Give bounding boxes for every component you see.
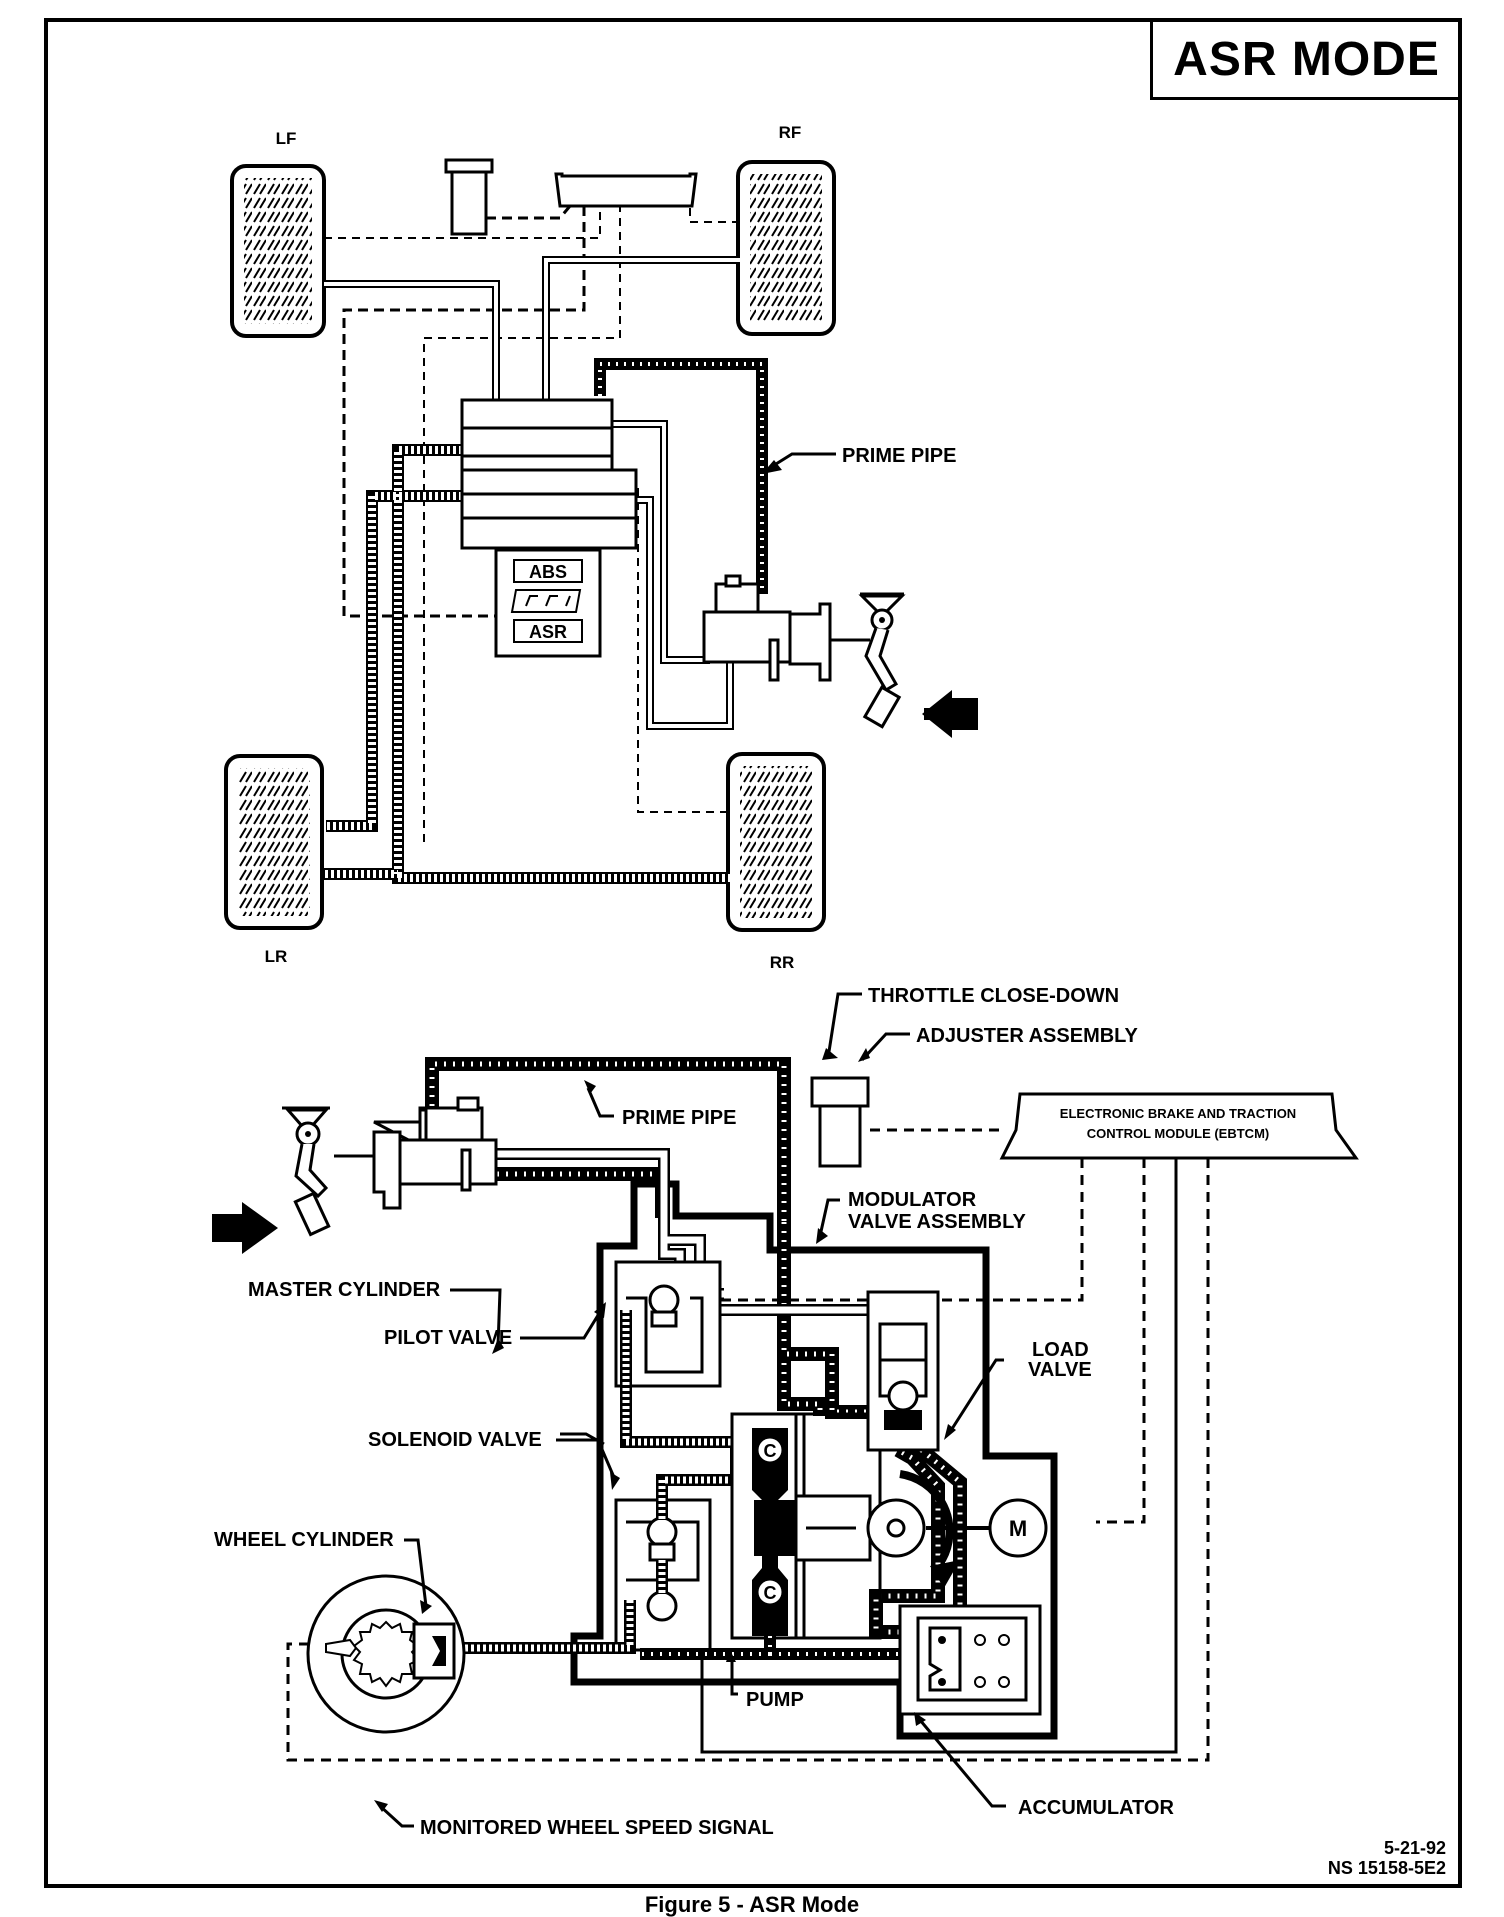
wheel-speed-label: MONITORED WHEEL SPEED SIGNAL: [420, 1817, 774, 1839]
lf-label: LF: [276, 129, 297, 148]
throttle-adjuster-small: [450, 164, 488, 236]
pump-eccentric: [866, 1470, 960, 1588]
modulator-stack: [460, 398, 638, 550]
accumulator: [898, 1604, 1042, 1716]
master-cylinder: [372, 1096, 498, 1210]
page-title: ASR MODE: [1173, 33, 1440, 86]
ebtcm-box: [999, 1092, 1359, 1160]
master-cylinder-label: MASTER CYLINDER: [248, 1279, 441, 1301]
prime-pipe-label-bottom: PRIME PIPE: [622, 1107, 736, 1129]
accumulator-label: ACCUMULATOR: [1018, 1797, 1174, 1819]
wheel-lf: [230, 164, 326, 338]
vehicle-layout: ABS ASR PRIME PIPE LF RF LR RR: [224, 123, 978, 972]
adjuster-label: ADJUSTER ASSEMBLY: [916, 1025, 1139, 1047]
pump-housing: [730, 1412, 882, 1640]
load-valve-label-1: LOAD: [1032, 1339, 1089, 1361]
solenoid-valve-label: SOLENOID VALVE: [368, 1429, 542, 1451]
push-arrow: [212, 1202, 278, 1254]
load-valve: [866, 1290, 940, 1452]
wheel-rr: [726, 752, 826, 932]
rf-label: RF: [779, 123, 802, 142]
brake-pedal: [282, 1106, 331, 1237]
ebtcm-small: [554, 172, 698, 208]
figure-date: 5-21-92: [1383, 1838, 1446, 1858]
motor-label: M: [1009, 1516, 1027, 1541]
wheel-rf: [736, 160, 836, 336]
figure-code: NS 15158-5E2: [1327, 1858, 1446, 1878]
check-valve-c1: C: [764, 1441, 777, 1461]
pilot-valve: [614, 1260, 722, 1388]
wheel-cylinder-assembly: [306, 1574, 466, 1734]
prime-pipe-label-top: PRIME PIPE: [842, 445, 956, 467]
figure-frame: [44, 18, 1462, 1888]
abs-label: ABS: [529, 562, 567, 582]
motor: [988, 1498, 1048, 1558]
master-cylinder-top: [702, 574, 832, 682]
wheel-cylinder-label: WHEEL CYLINDER: [214, 1529, 394, 1551]
brake-pedal-top: [858, 592, 906, 729]
title-box: ASR MODE: [1150, 22, 1460, 100]
figure-number: 5-21-92 NS 15158-5E2: [1328, 1838, 1446, 1878]
throttle-label: THROTTLE CLOSE-DOWN: [868, 985, 1119, 1007]
check-valve-c2: C: [764, 1583, 777, 1603]
rr-label: RR: [770, 953, 795, 972]
modulator-label-1: MODULATOR: [848, 1189, 977, 1211]
asr-schematic: ELECTRONIC BRAKE AND TRACTION CONTROL MO…: [212, 985, 1359, 1839]
pump-label: PUMP: [746, 1689, 804, 1711]
wheel-lr: [224, 754, 324, 930]
throttle-adjuster: [810, 1076, 870, 1168]
abs-asr-module: [494, 548, 602, 658]
lr-label: LR: [265, 947, 288, 966]
ebtcm-label-2: CONTROL MODULE (EBTCM): [1087, 1126, 1269, 1141]
asr-label: ASR: [529, 622, 567, 642]
pilot-valve-label: PILOT VALVE: [384, 1327, 512, 1349]
ebtcm-label-1: ELECTRONIC BRAKE AND TRACTION: [1060, 1106, 1296, 1121]
load-valve-label-2: VALVE: [1028, 1359, 1092, 1381]
figure-caption: Figure 5 - ASR Mode: [644, 1892, 860, 1917]
modulator-label-2: VALVE ASSEMBLY: [848, 1211, 1026, 1233]
